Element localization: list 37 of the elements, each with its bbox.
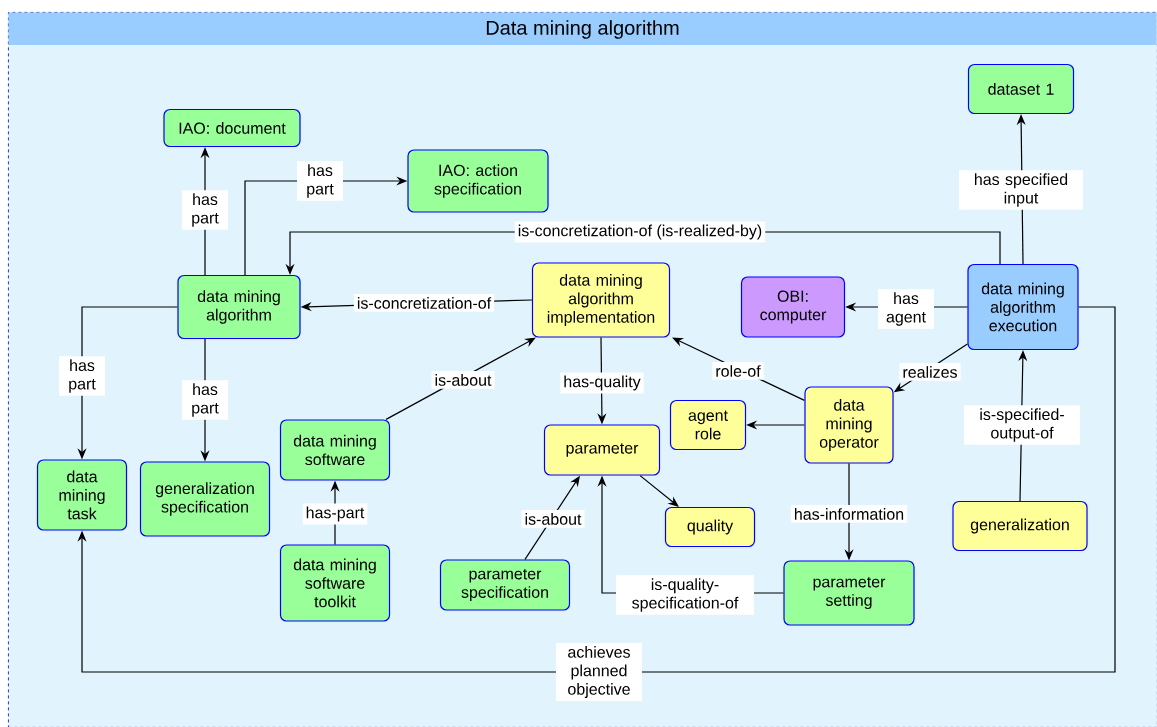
edge-label: has agent [878, 289, 934, 329]
concept-box: data mining algorithm [177, 274, 301, 340]
edge-label: is-concretization-of (is-realized-by) [514, 221, 766, 243]
edge-label: achieves planned objective [556, 643, 642, 701]
edge-label: has-information [790, 505, 908, 523]
edge-label: is-specified-output-of [964, 405, 1080, 445]
edge-label: has part [182, 190, 228, 230]
concept-box: parameter specification [439, 559, 571, 611]
concept-box: dataset 1 [967, 63, 1075, 115]
concept-box: parameter setting [783, 560, 915, 626]
edge-label: is-quality-specification-of [616, 575, 754, 615]
concept-box: IAO: document [163, 108, 301, 148]
edge-label: realizes [899, 363, 961, 381]
concept-box: generalization specification [139, 461, 271, 537]
edge-label: has part [297, 161, 343, 201]
edge-label: role-of [712, 362, 764, 380]
concept-box: parameter [543, 424, 661, 476]
concept-box: quality [664, 506, 756, 548]
edge-label: has part [59, 356, 105, 396]
concept-box: OBI: computer [740, 276, 846, 338]
concept-box: data mining operator [804, 386, 894, 464]
arrow [77, 306, 1116, 673]
concept-box: data mining software [279, 419, 391, 481]
edge-label: is-about [431, 371, 495, 389]
edge-label: is-about [521, 510, 585, 528]
concept-box: data mining task [36, 459, 128, 531]
concept-box: generalization [952, 500, 1088, 552]
edge-label: has specified input [959, 170, 1083, 210]
edge-label: is-concretization-of [353, 294, 495, 312]
edge-label: has part [182, 380, 228, 420]
concept-box: data mining algorithm execution [967, 263, 1079, 351]
concept-box: IAO: action specification [407, 149, 549, 213]
concept-box: data mining algorithm implementation [531, 262, 671, 338]
concept-box: agent role [669, 399, 747, 451]
edge-label: has-quality [560, 372, 644, 394]
arrow [639, 475, 679, 507]
concept-box: data mining software toolkit [279, 544, 391, 622]
